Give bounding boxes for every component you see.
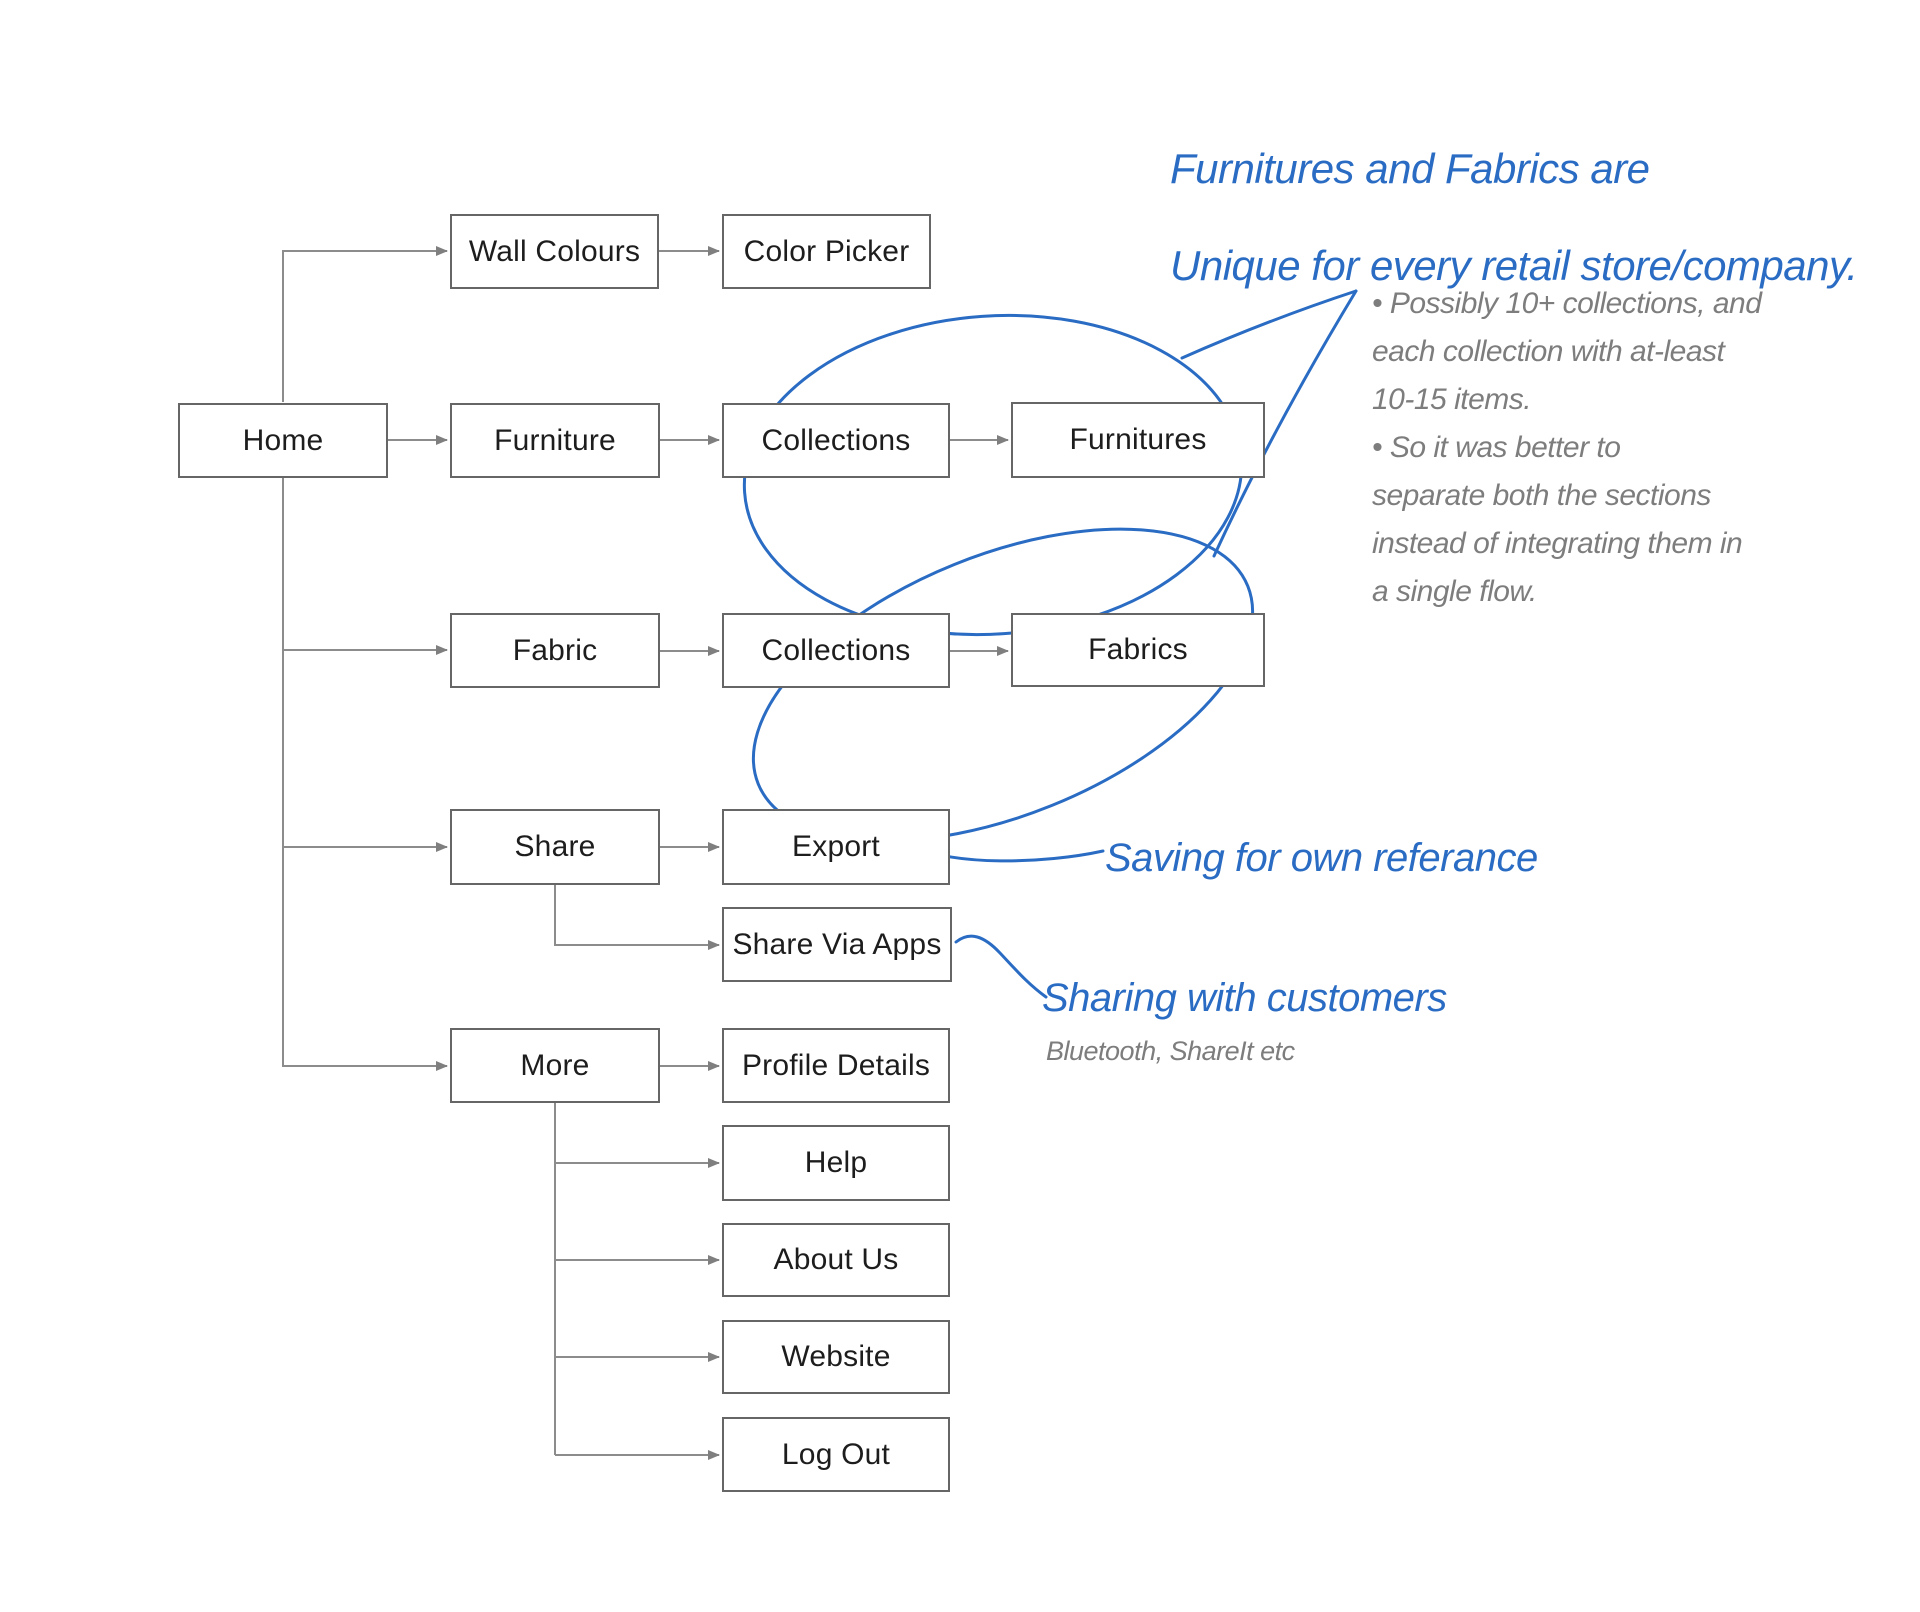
- node-label: More: [520, 1048, 590, 1082]
- node-collections-furniture[interactable]: Collections: [722, 403, 950, 478]
- callout-line-upper: [1180, 289, 1358, 360]
- leader-line-share-note: [954, 934, 1048, 999]
- node-share-via-apps[interactable]: Share Via Apps: [722, 907, 952, 982]
- node-label: Color Picker: [743, 234, 910, 268]
- annotation-share-note: Sharing with customers: [1042, 976, 1447, 1020]
- connector-home-wall-colours: [282, 246, 448, 402]
- node-fabrics[interactable]: Fabrics: [1011, 613, 1265, 687]
- node-label: Furnitures: [1069, 423, 1207, 456]
- node-log-out[interactable]: Log Out: [722, 1417, 950, 1492]
- annotation-heading-line1: Furnitures and Fabrics are: [1170, 145, 1650, 192]
- node-label: Wall Colours: [468, 234, 641, 268]
- node-more[interactable]: More: [450, 1028, 660, 1103]
- bullet-line: 10-15 items.: [1372, 383, 1532, 416]
- node-profile-details[interactable]: Profile Details: [722, 1028, 950, 1103]
- node-furnitures[interactable]: Furnitures: [1011, 402, 1265, 478]
- node-furniture[interactable]: Furniture: [450, 403, 660, 478]
- node-label: Export: [792, 830, 880, 863]
- bullet-line: each collection with at-least: [1372, 335, 1725, 368]
- node-label: Fabrics: [1088, 633, 1188, 666]
- node-label: Website: [781, 1340, 891, 1373]
- node-label: Share Via Apps: [732, 927, 942, 961]
- node-collections-fabric[interactable]: Collections: [722, 613, 950, 688]
- node-label: Share: [514, 830, 596, 863]
- node-label: Help: [804, 1146, 868, 1179]
- callout-line-lower: [1212, 289, 1358, 558]
- node-label: Fabric: [512, 633, 598, 667]
- node-label: Collections: [761, 633, 911, 667]
- node-fabric[interactable]: Fabric: [450, 613, 660, 688]
- highlight-ellipse-fabrics: [751, 527, 1255, 843]
- node-label: Profile Details: [741, 1048, 931, 1082]
- bullet-line: a single flow.: [1372, 575, 1537, 608]
- node-label: Home: [242, 423, 324, 457]
- node-home[interactable]: Home: [178, 403, 388, 478]
- node-color-picker[interactable]: Color Picker: [722, 214, 931, 289]
- annotation-heading-line2: Unique for every retail store/company.: [1170, 242, 1858, 289]
- annotation-bullet-notes: • Possibly 10+ collections, and each col…: [1372, 280, 1762, 616]
- node-wall-colours[interactable]: Wall Colours: [450, 214, 659, 289]
- bullet-line: instead of integrating them in: [1372, 527, 1743, 560]
- node-export[interactable]: Export: [722, 809, 950, 885]
- node-label: Log Out: [781, 1437, 891, 1471]
- connector-share-shareviaapps: [554, 885, 720, 950]
- node-share[interactable]: Share: [450, 809, 660, 885]
- bullet-line: • So it was better to: [1372, 431, 1621, 464]
- bullet-line: separate both the sections: [1372, 479, 1711, 512]
- node-about-us[interactable]: About Us: [722, 1223, 950, 1297]
- node-help[interactable]: Help: [722, 1125, 950, 1201]
- node-website[interactable]: Website: [722, 1320, 950, 1394]
- annotation-export-note: Saving for own referance: [1105, 836, 1538, 880]
- node-label: Furniture: [494, 423, 616, 457]
- node-label: Collections: [761, 423, 911, 457]
- connector-home-more-trunk: [282, 478, 448, 1071]
- bullet-line: • Possibly 10+ collections, and: [1372, 287, 1762, 320]
- annotation-share-note-sub: Bluetooth, ShareIt etc: [1046, 1036, 1295, 1066]
- node-label: About Us: [773, 1243, 899, 1276]
